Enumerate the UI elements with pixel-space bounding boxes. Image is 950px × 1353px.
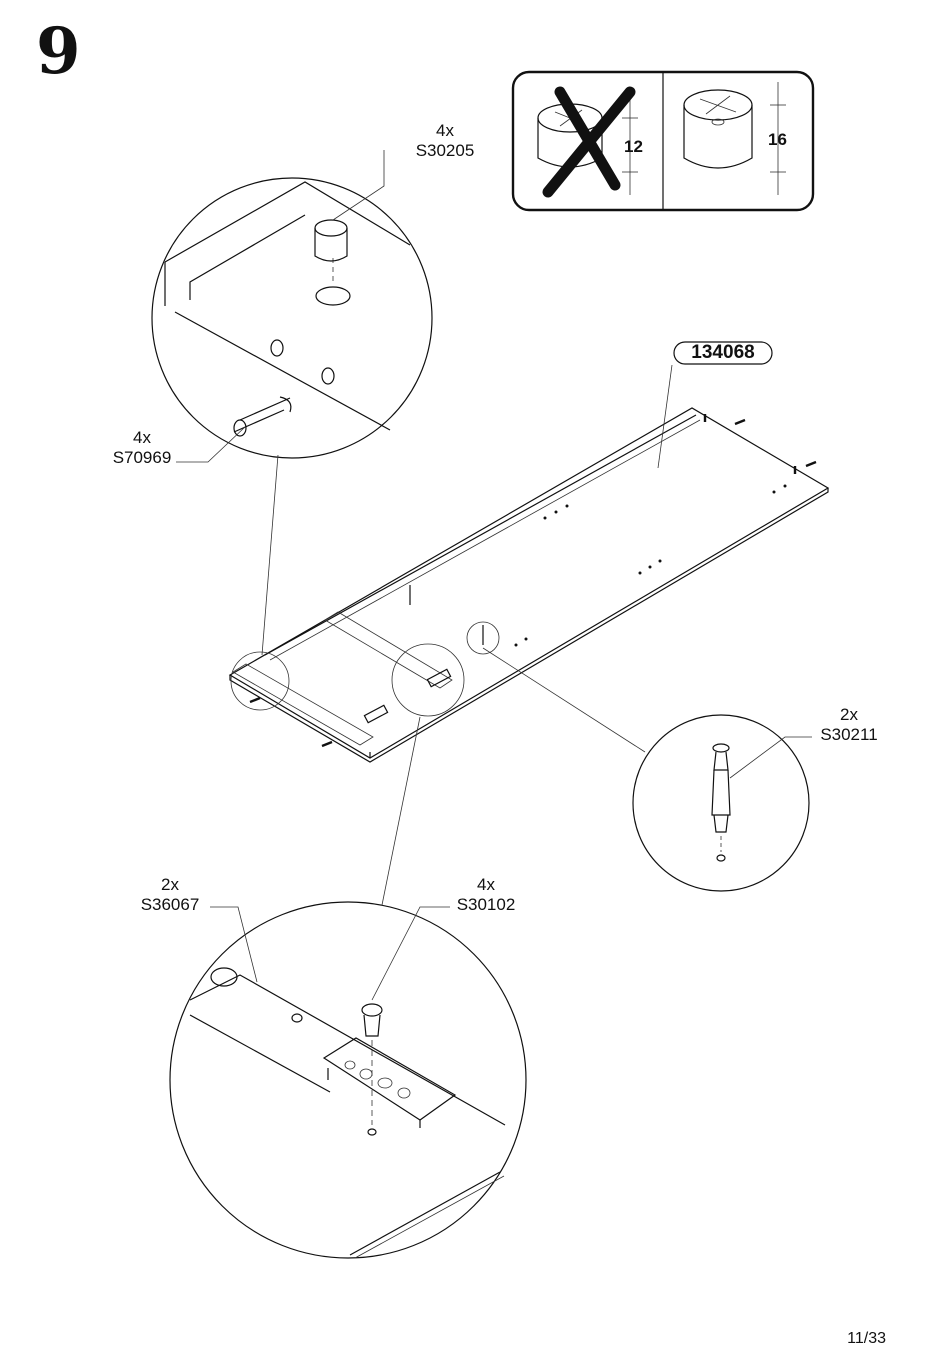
- callout-code: S30102: [456, 895, 516, 914]
- callout-dowel: 4x S70969: [102, 428, 182, 468]
- callout-code: S30205: [415, 141, 475, 160]
- callout-drawer-rail: 2x S36067: [130, 875, 210, 915]
- page-number: 11/33: [847, 1330, 886, 1347]
- x-mark-icon: [542, 86, 636, 198]
- cam-depth-wrong-label: 12: [624, 137, 643, 156]
- callout-code: S30211: [820, 725, 878, 744]
- callout-screw: 4x S30102: [446, 875, 526, 915]
- callout-cam-lock: 4x S30205: [405, 121, 485, 161]
- detail-circle-rail-screw: [169, 716, 527, 1259]
- callout-code: S70969: [112, 448, 172, 467]
- cam-depth-right-label: 16: [768, 130, 787, 149]
- step-number: 9: [36, 14, 81, 89]
- part-id-text: 134068: [691, 342, 755, 363]
- detail-circle-bolt: [482, 647, 812, 892]
- cam-depth-check-box: [511, 70, 815, 212]
- callout-code: S36067: [140, 895, 200, 914]
- panel-board: [228, 364, 830, 763]
- callout-qty: 4x: [436, 121, 454, 140]
- callout-qty: 4x: [133, 428, 151, 447]
- callout-qty: 2x: [161, 875, 179, 894]
- detail-circle-cam-dowel: [151, 150, 433, 656]
- callout-qty: 4x: [477, 875, 495, 894]
- callout-qty: 2x: [840, 705, 858, 724]
- cam-lock-icon: [683, 82, 786, 195]
- callout-cam-bolt: 2x S30211: [809, 705, 889, 745]
- panel-part-id: 134068: [673, 341, 773, 365]
